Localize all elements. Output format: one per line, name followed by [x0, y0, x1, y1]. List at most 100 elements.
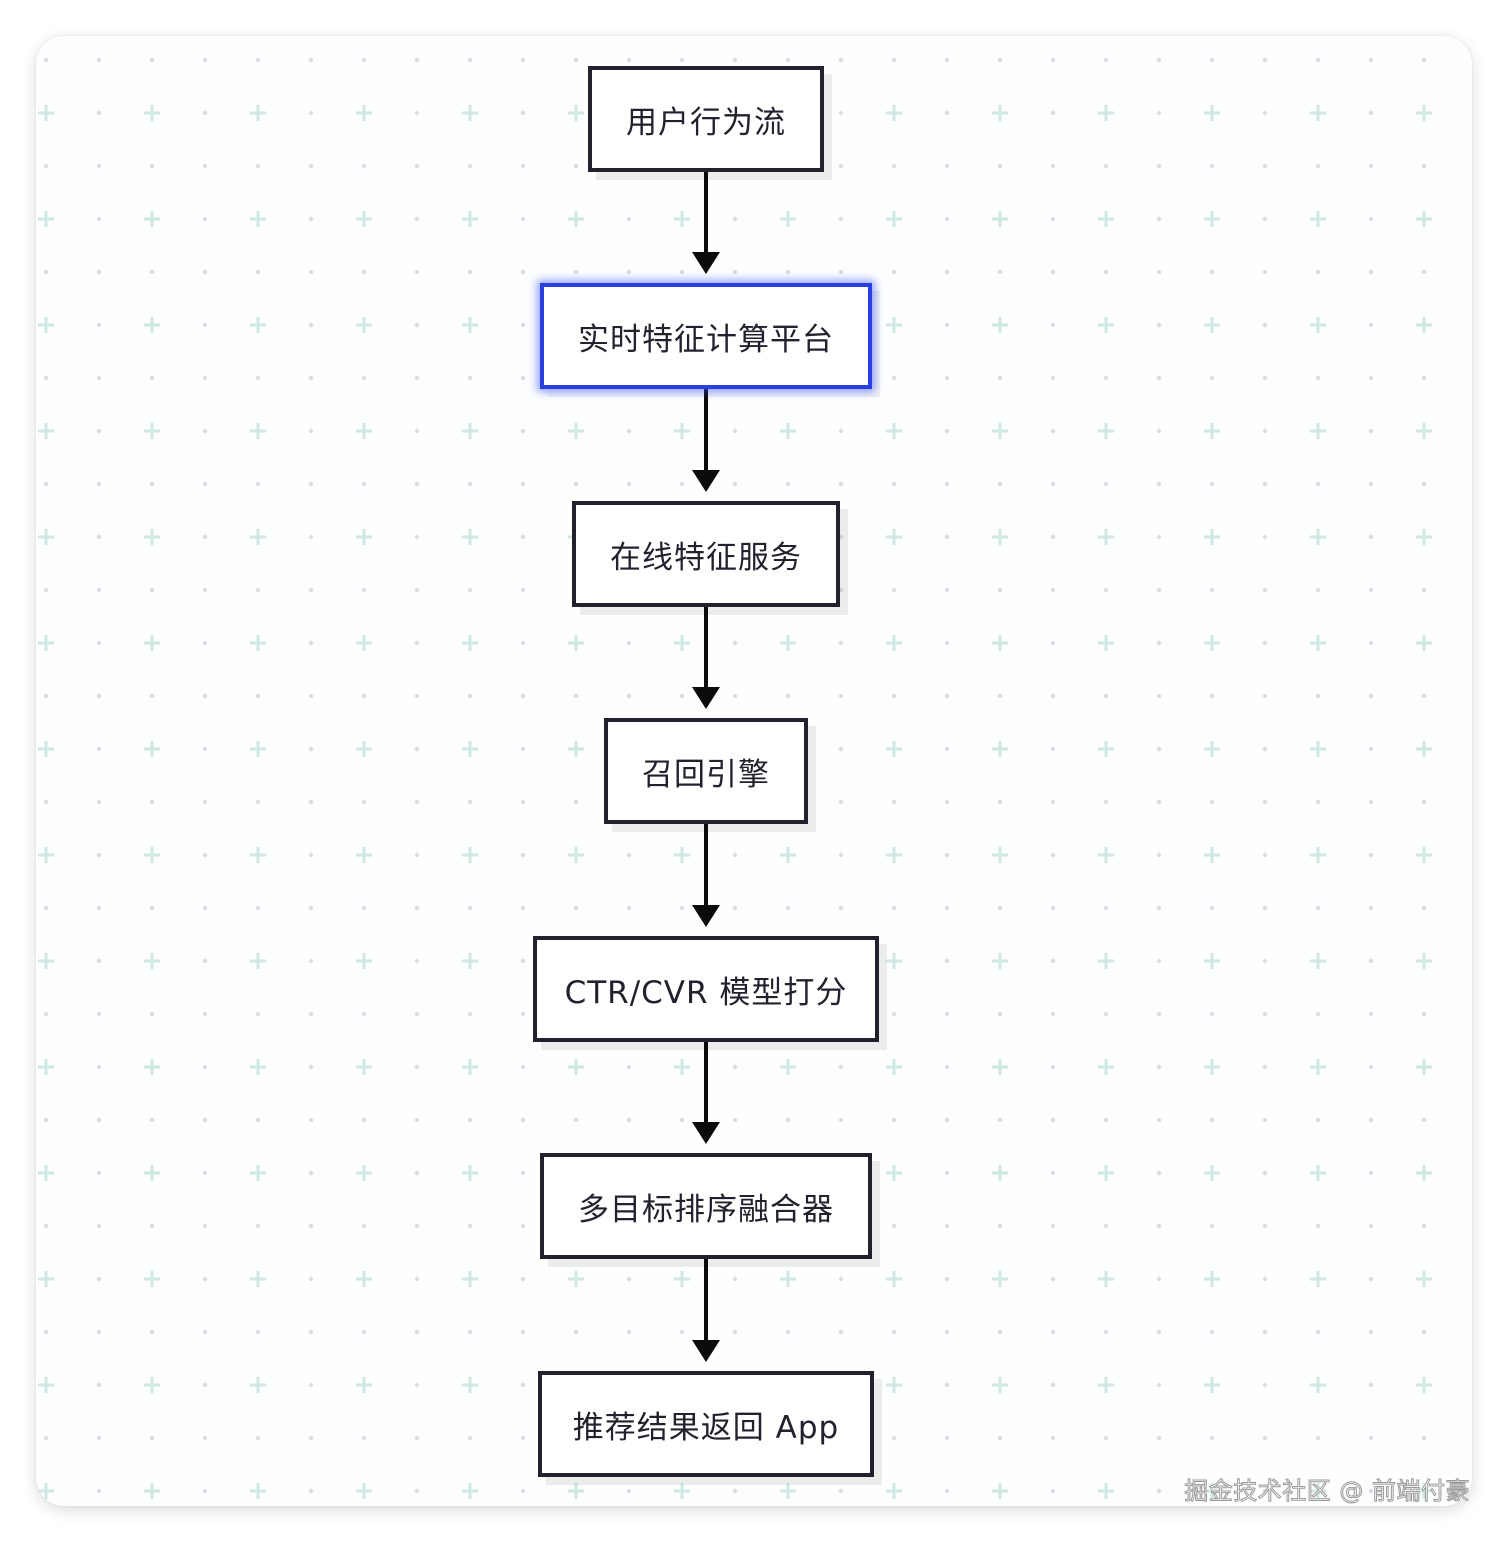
grid-dot: [361, 375, 367, 381]
grid-dot: [944, 958, 950, 964]
grid-dot: [308, 1223, 314, 1229]
grid-dot: [255, 1117, 261, 1123]
grid-dot: [520, 640, 526, 646]
grid-dot: [1315, 481, 1321, 487]
grid-dot: [308, 746, 314, 752]
grid-dot: [1368, 1382, 1374, 1388]
grid-dot: [414, 322, 420, 328]
grid-dot: [308, 1117, 314, 1123]
edges-layer: [692, 172, 720, 1362]
edge-n4-n5: [692, 824, 720, 927]
grid-dot: [626, 1329, 632, 1335]
grid-plus: [144, 847, 160, 863]
grid-dot: [1421, 57, 1427, 63]
grid-dot: [1368, 1276, 1374, 1282]
grid-plus: [1416, 1271, 1432, 1287]
grid-dot: [626, 1064, 632, 1070]
grid-dot: [891, 1329, 897, 1335]
grid-dot: [308, 799, 314, 805]
grid-plus: [356, 847, 372, 863]
grid-dot: [1209, 269, 1215, 275]
grid-dot: [520, 375, 526, 381]
grid-plus: [250, 741, 266, 757]
grid-plus: [1098, 211, 1114, 227]
grid-dot: [414, 852, 420, 858]
grid-dot: [1156, 322, 1162, 328]
node-online-feature-service[interactable]: 在线特征服务: [572, 501, 840, 607]
grid-plus: [1310, 1377, 1326, 1393]
grid-dot: [520, 481, 526, 487]
grid-plus: [992, 847, 1008, 863]
grid-dot: [997, 693, 1003, 699]
grid-dot: [891, 1117, 897, 1123]
grid-dot: [838, 852, 844, 858]
grid-plus: [38, 635, 54, 651]
grid-dot: [414, 428, 420, 434]
grid-dot: [626, 428, 632, 434]
node-recall-engine[interactable]: 召回引擎: [604, 718, 808, 824]
grid-dot: [891, 163, 897, 169]
grid-dot: [838, 110, 844, 116]
node-return-results-app[interactable]: 推荐结果返回 App: [538, 1371, 874, 1477]
grid-dot: [1156, 163, 1162, 169]
grid-dot: [1156, 1223, 1162, 1229]
grid-plus: [462, 1483, 478, 1499]
grid-dot: [944, 587, 950, 593]
grid-plus: [144, 1377, 160, 1393]
grid-dot: [679, 1329, 685, 1335]
grid-dot: [414, 1382, 420, 1388]
grid-dot: [838, 1064, 844, 1070]
node-user-behavior-stream[interactable]: 用户行为流: [588, 66, 824, 172]
grid-dot: [1421, 1223, 1427, 1229]
grid-dot: [308, 1064, 314, 1070]
grid-dot: [43, 481, 49, 487]
grid-plus: [568, 847, 584, 863]
grid-plus: [1098, 953, 1114, 969]
grid-dot: [997, 1435, 1003, 1441]
grid-dot: [1262, 428, 1268, 434]
grid-plus: [1098, 317, 1114, 333]
grid-plus: [886, 953, 902, 969]
grid-dot: [467, 1011, 473, 1017]
grid-dot: [1050, 852, 1056, 858]
grid-dot: [1050, 1011, 1056, 1017]
grid-dot: [414, 375, 420, 381]
grid-plus: [1204, 741, 1220, 757]
grid-dot: [1262, 1435, 1268, 1441]
grid-plus: [356, 1271, 372, 1287]
grid-dot: [1262, 269, 1268, 275]
grid-dot: [96, 322, 102, 328]
grid-dot: [1368, 1117, 1374, 1123]
grid-dot: [1315, 163, 1321, 169]
grid-plus: [886, 1271, 902, 1287]
grid-dot: [1262, 322, 1268, 328]
grid-dot: [202, 481, 208, 487]
grid-plus: [568, 211, 584, 227]
grid-plus: [38, 211, 54, 227]
node-multi-objective-ranker[interactable]: 多目标排序融合器: [540, 1153, 872, 1259]
grid-dot: [732, 1117, 738, 1123]
node-realtime-feature-platform[interactable]: 实时特征计算平台: [540, 283, 872, 389]
grid-dot: [414, 110, 420, 116]
grid-dot: [43, 1435, 49, 1441]
grid-plus: [144, 1059, 160, 1075]
edge-n5-n6: [692, 1042, 720, 1144]
grid-plus: [886, 529, 902, 545]
grid-dot: [96, 1382, 102, 1388]
grid-dot: [202, 693, 208, 699]
grid-dot: [361, 1329, 367, 1335]
grid-dot: [202, 587, 208, 593]
grid-dot: [1368, 587, 1374, 593]
grid-dot: [96, 1011, 102, 1017]
grid-plus: [1416, 741, 1432, 757]
grid-plus: [38, 953, 54, 969]
grid-dot: [1156, 1435, 1162, 1441]
grid-dot: [414, 746, 420, 752]
grid-dot: [202, 640, 208, 646]
grid-dot: [1368, 799, 1374, 805]
grid-dot: [1103, 1223, 1109, 1229]
node-ctr-cvr-scoring[interactable]: CTR/CVR 模型打分: [533, 936, 879, 1042]
grid-dot: [96, 1170, 102, 1176]
grid-dot: [997, 163, 1003, 169]
grid-dot: [1050, 428, 1056, 434]
